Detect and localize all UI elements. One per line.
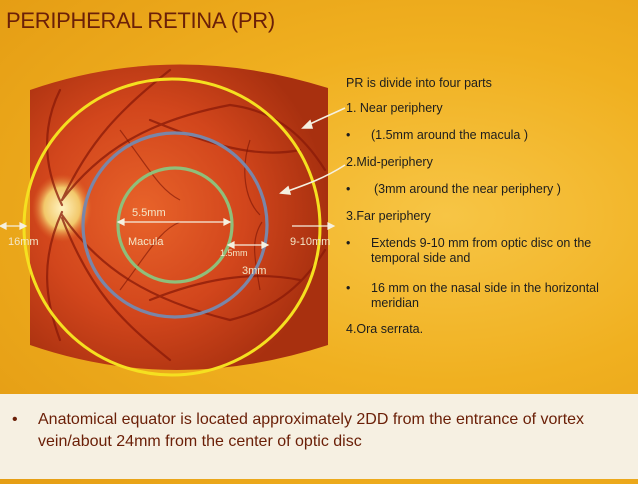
mid-periphery-ring: [81, 131, 269, 319]
part-1-title: 1. Near periphery: [346, 101, 443, 115]
parts-intro: PR is divide into four parts: [346, 76, 492, 90]
label-16mm: 16mm: [8, 236, 39, 248]
part-3-title: 3.Far periphery: [346, 209, 431, 223]
part-4-title: 4.Ora serrata.: [346, 322, 424, 336]
label-macula: Macula: [128, 236, 164, 248]
label-9-10mm: 9-10mm: [290, 236, 331, 248]
optic-disc: [32, 174, 92, 242]
fundus-photo: [30, 64, 328, 370]
footer-bullet-text: Anatomical equator is located approximat…: [38, 411, 585, 450]
footer-bullet-dot: •: [12, 411, 18, 428]
label-1-5mm: 1.5mm: [220, 248, 248, 258]
macula-ring: [116, 166, 234, 284]
pointer-arrows: [279, 107, 346, 195]
footer-panel: [0, 394, 638, 479]
part-2-title: 2.Mid-periphery: [346, 155, 433, 169]
slide-title: PERIPHERAL RETINA (PR): [6, 8, 275, 33]
label-5-5mm: 5.5mm: [132, 207, 166, 219]
measurement-arrows: [0, 218, 336, 249]
label-3mm: 3mm: [242, 265, 267, 277]
